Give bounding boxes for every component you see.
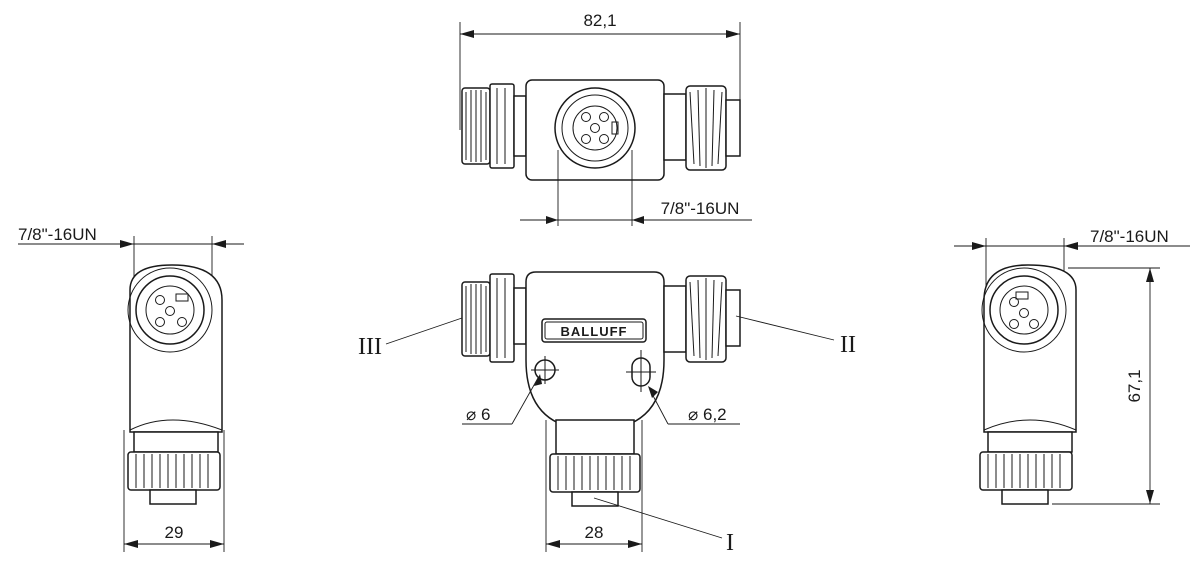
dim-thread-right: 7/8"-16UN <box>1090 227 1169 246</box>
brand-logo: BALLUFF <box>561 324 628 339</box>
dim-hole-left-symbol: ⌀ <box>466 405 476 424</box>
right-side-view: 7/8"-16UN 67,1 <box>954 227 1190 505</box>
dim-thread-left: 7/8"-16UN <box>18 225 97 244</box>
front-view: BALLUFF <box>358 271 856 556</box>
port-label-II: II <box>840 332 856 358</box>
dim-overall-length: 82,1 <box>583 11 616 30</box>
dim-hole-right-symbol: ⌀ <box>688 405 698 424</box>
dim-thread-top: 7/8"-16UN <box>661 199 740 218</box>
port-label-I: I <box>726 530 734 556</box>
dim-width-side: 29 <box>165 523 184 542</box>
top-view: 82,1 <box>459 11 752 226</box>
dim-height-side: 67,1 <box>1125 369 1144 402</box>
dim-hole-right: 6,2 <box>703 405 727 424</box>
dim-hole-left: 6 <box>481 405 490 424</box>
left-side-view: 7/8"-16UN 29 <box>18 225 244 552</box>
port-label-III: III <box>358 334 382 360</box>
dim-width-bottom: 28 <box>585 523 604 542</box>
